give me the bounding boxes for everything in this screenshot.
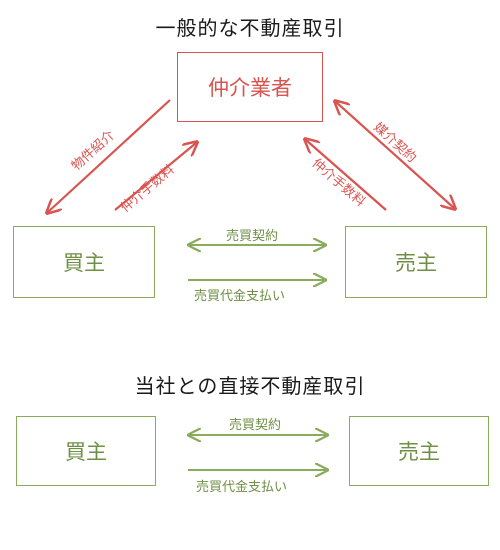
direct-transaction-title: 当社との直接不動産取引 — [134, 374, 366, 398]
direct-buyer-box: 買主 — [16, 416, 156, 486]
buyer-fee-arrow — [114, 143, 196, 211]
property-intro-arrow — [48, 99, 171, 212]
brokerage-contract-arrow — [336, 102, 454, 208]
general-transaction-title: 一般的な不動産取引 — [155, 16, 345, 40]
general-seller-box: 売主 — [345, 226, 487, 298]
general-sales-contract-label: 売買契約 — [226, 229, 279, 244]
direct-sales-contract-label: 売買契約 — [229, 418, 282, 433]
direct-seller-box: 売主 — [349, 416, 489, 486]
direct-payment-label: 売買代金支払い — [196, 480, 288, 495]
general-buyer-box: 買主 — [13, 226, 155, 298]
broker-box: 仲介業者 — [177, 52, 323, 122]
seller-fee-arrow — [306, 140, 387, 211]
general-payment-label: 売買代金支払い — [194, 289, 286, 304]
